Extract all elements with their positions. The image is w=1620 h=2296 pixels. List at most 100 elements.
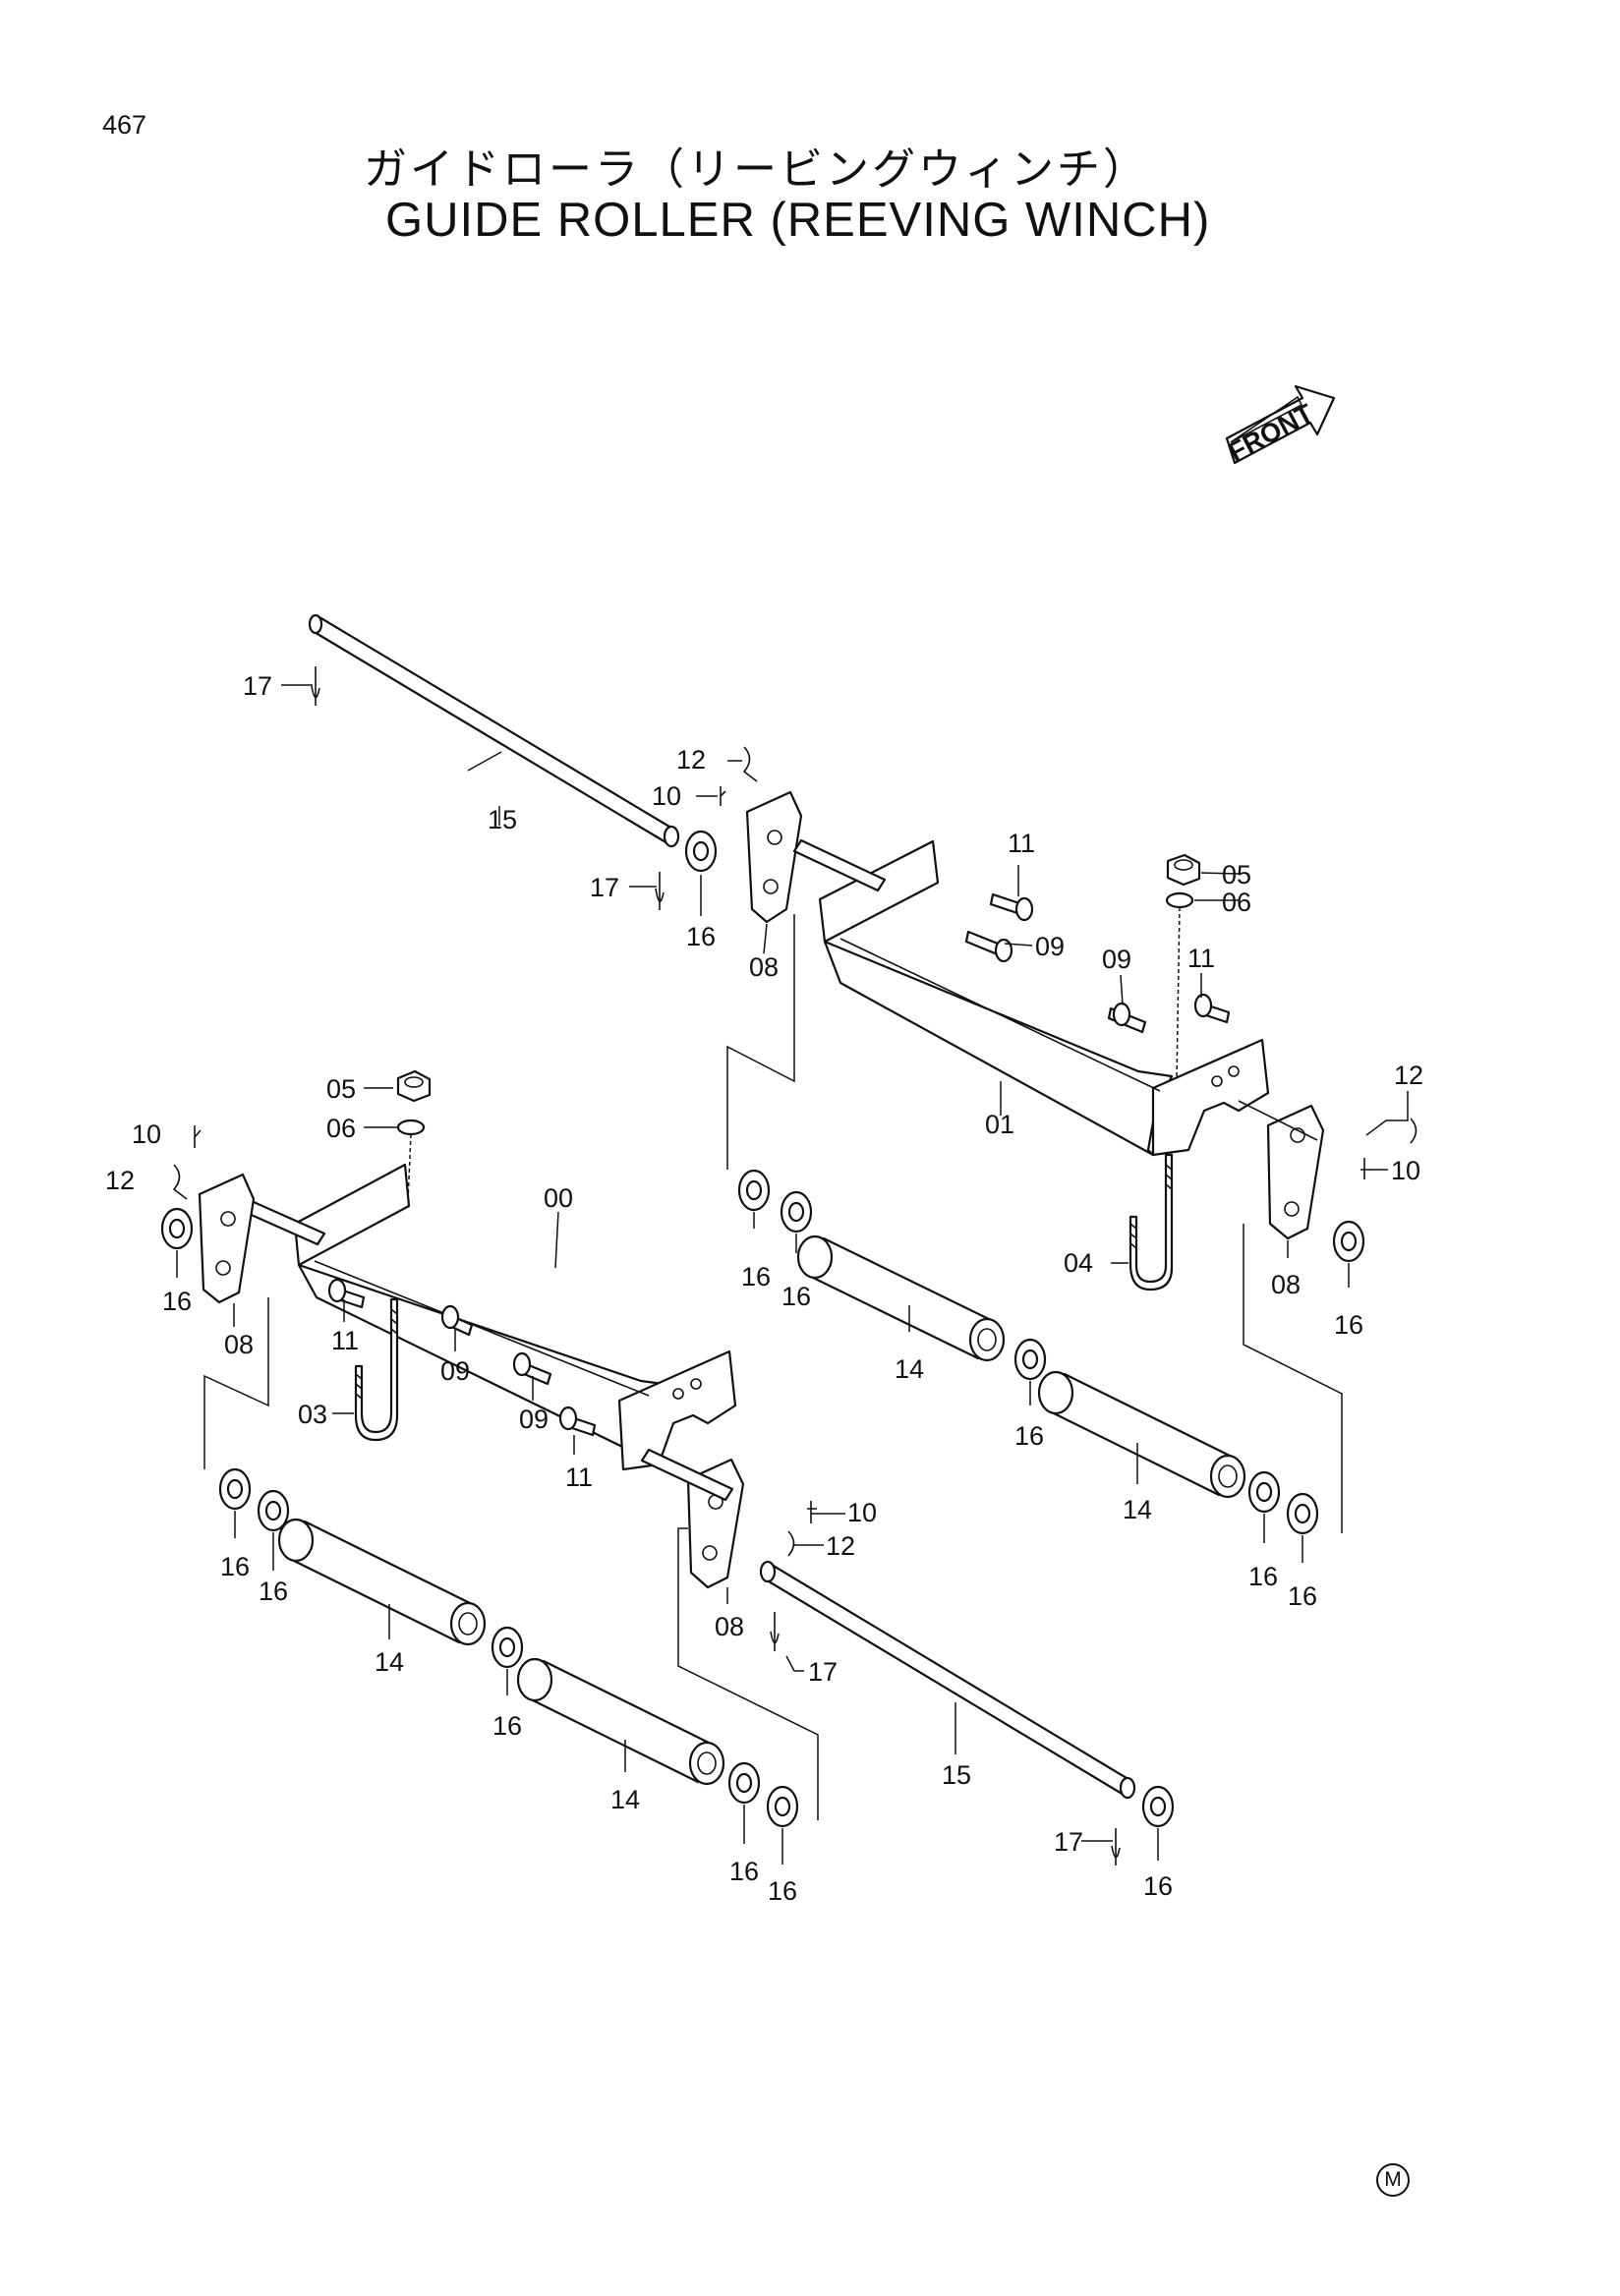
ubolt-04 — [1128, 1153, 1174, 1292]
washer-16-upper-right-c — [1286, 1492, 1319, 1535]
label-14-upper-a: 14 — [895, 1354, 924, 1384]
label-16-lower-d: 16 — [729, 1857, 759, 1886]
bolt-09-upper-a — [964, 930, 1013, 963]
label-00: 00 — [544, 1183, 573, 1213]
label-16-lower-c: 16 — [492, 1711, 522, 1741]
label-08-upper-left: 08 — [749, 952, 779, 982]
washer-16-right-a — [1332, 1220, 1365, 1263]
nut-05-lower — [396, 1069, 432, 1103]
bolt-09-lower-b — [512, 1351, 552, 1386]
label-16-upper-mid-a: 16 — [741, 1262, 771, 1292]
label-05-lower: 05 — [326, 1074, 356, 1104]
label-17-upper-mid: 17 — [590, 873, 619, 902]
label-08-lower-left: 08 — [224, 1330, 254, 1359]
washer-16-lower-left — [160, 1207, 194, 1250]
label-12-lower-mid: 12 — [826, 1531, 855, 1561]
label-11-upper-a: 11 — [1008, 829, 1035, 858]
label-09-upper-a: 09 — [1035, 932, 1065, 961]
label-11-lower-b: 11 — [565, 1463, 593, 1492]
label-11-upper-b: 11 — [1187, 944, 1215, 973]
label-10-upper: 10 — [652, 781, 681, 811]
label-16-lower-pin-end: 16 — [1143, 1871, 1173, 1901]
washer-16-lower-d — [727, 1761, 761, 1805]
roller-14-upper-b — [1037, 1370, 1246, 1499]
shaft-right-stub — [1238, 1100, 1318, 1141]
washer-16-upper-mid-c — [1013, 1338, 1047, 1381]
shaft-upper — [792, 838, 887, 892]
roller-14-lower-b — [516, 1657, 725, 1786]
bracket-08-lower-left — [198, 1173, 256, 1304]
label-05-upper: 05 — [1222, 860, 1251, 890]
roller-14-upper-a — [796, 1234, 1006, 1362]
washer-16-upper-left — [684, 830, 718, 873]
pin-15-lower — [759, 1560, 1136, 1800]
label-10-lower-left: 10 — [132, 1119, 161, 1149]
front-arrow-label: FRONT — [1224, 398, 1319, 467]
label-06-upper: 06 — [1222, 888, 1251, 917]
label-10-lower-mid: 10 — [847, 1498, 877, 1527]
label-16-lower-a: 16 — [220, 1552, 250, 1581]
ubolt-03 — [354, 1297, 399, 1442]
part-labels: 15 17 12 10 17 16 08 11 05 06 09 09 11 0… — [105, 671, 1423, 1906]
label-17-upper-left: 17 — [243, 671, 272, 701]
label-12-lower-left: 12 — [105, 1166, 135, 1195]
label-16-lower-e: 16 — [768, 1876, 797, 1906]
bolt-09-upper-b — [1107, 1002, 1147, 1034]
front-arrow-icon: FRONT — [1224, 384, 1336, 467]
nut-05-upper — [1166, 853, 1201, 887]
label-14-lower-b: 14 — [610, 1785, 640, 1814]
label-14-lower-a: 14 — [375, 1647, 404, 1677]
washer-16-lower-b — [257, 1489, 290, 1532]
label-17-lower-mid: 17 — [808, 1657, 838, 1687]
label-16-upper-right-c: 16 — [1288, 1581, 1317, 1611]
bolt-09-lower-a — [440, 1304, 474, 1337]
label-16-upper-mid-c: 16 — [1014, 1421, 1044, 1451]
label-15-upper: 15 — [488, 805, 517, 834]
label-17-lower-right: 17 — [1054, 1827, 1083, 1857]
washer-16-upper-right-b — [1247, 1470, 1281, 1514]
pin-15-upper — [308, 613, 680, 848]
bracket-08-upper-left — [745, 790, 803, 924]
leader-lines — [176, 684, 1409, 1865]
bolt-11-lower-b — [558, 1406, 597, 1437]
label-09-upper-b: 09 — [1102, 945, 1131, 974]
corner-mark: M — [1376, 2163, 1410, 2197]
label-16-upper-right-b: 16 — [1248, 1562, 1278, 1591]
roller-14-lower-a — [277, 1518, 487, 1646]
cotter-pins — [172, 666, 1418, 1866]
label-12-upper: 12 — [676, 745, 706, 775]
label-16-right: 16 — [1334, 1310, 1363, 1340]
washer-16-upper-mid-a — [737, 1169, 771, 1212]
bracket-08-right — [1266, 1104, 1325, 1240]
label-12-right: 12 — [1394, 1061, 1423, 1090]
label-15-lower: 15 — [942, 1760, 971, 1790]
label-10-right: 10 — [1391, 1156, 1420, 1185]
washer-06-lower — [396, 1119, 426, 1136]
label-14-upper-b: 14 — [1123, 1495, 1152, 1524]
label-03: 03 — [298, 1400, 327, 1429]
washer-16-lower-c — [491, 1626, 524, 1669]
label-16-lower-b: 16 — [259, 1577, 288, 1606]
label-16-upper-left: 16 — [686, 922, 716, 951]
label-04: 04 — [1064, 1248, 1093, 1278]
label-08-right: 08 — [1271, 1270, 1301, 1299]
label-08-lower-mid: 08 — [715, 1612, 744, 1641]
bolt-11-upper-b — [1193, 993, 1231, 1024]
label-09-lower-b: 09 — [519, 1405, 549, 1434]
label-09-lower-a: 09 — [440, 1356, 470, 1386]
label-16-upper-mid-b: 16 — [781, 1282, 811, 1311]
page-number: 467 — [102, 110, 147, 140]
washer-16-lower-pin-end — [1141, 1785, 1175, 1828]
label-11-lower-a: 11 — [331, 1326, 359, 1355]
washer-16-lower-e — [766, 1785, 799, 1828]
label-01: 01 — [985, 1110, 1014, 1139]
washer-16-lower-a — [218, 1467, 252, 1511]
frame-01 — [818, 839, 1270, 1157]
shaft-lower-mid — [640, 1448, 734, 1502]
label-16-lower-left: 16 — [162, 1287, 192, 1316]
washer-16-upper-mid-b — [780, 1190, 813, 1234]
label-06-lower: 06 — [326, 1114, 356, 1143]
bolt-11-lower-a — [327, 1278, 366, 1309]
bolt-11-upper-a — [989, 892, 1034, 922]
